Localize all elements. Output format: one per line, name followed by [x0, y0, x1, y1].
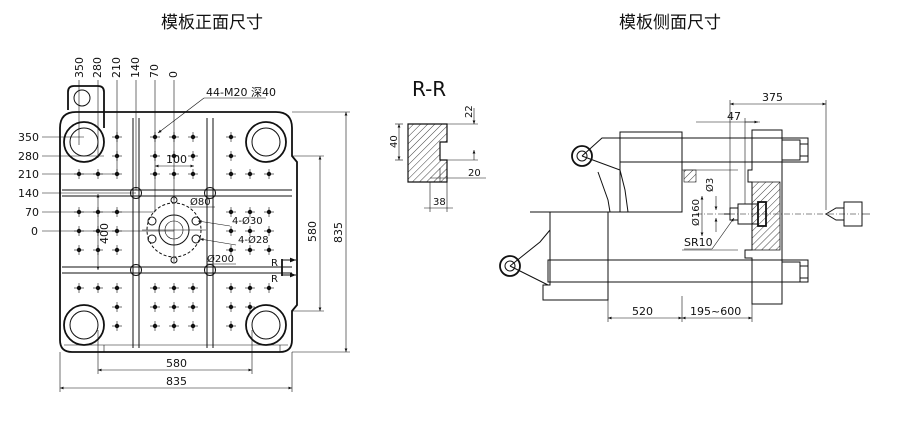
section-r-r: R-R 22 40 20 38: [389, 77, 486, 212]
dim-d160: Ø160: [690, 199, 702, 226]
left-coordinate-labels: 350 280 210 140 70 0: [18, 131, 174, 238]
side-view: 375 47 Ø3 Ø160 SR10 520 195~600: [499, 91, 870, 322]
fixed-platen: [744, 129, 783, 305]
svg-text:0: 0: [167, 71, 180, 78]
t-slot-profile: [407, 123, 448, 183]
dim-375: 375: [762, 91, 783, 104]
svg-text:70: 70: [25, 206, 39, 219]
dim-sr10: SR10: [684, 236, 713, 249]
dim-d3: Ø3: [704, 178, 716, 192]
locating-ring: [142, 196, 206, 264]
dim-835-right: 835: [332, 222, 345, 243]
svg-text:140: 140: [18, 187, 39, 200]
dim-100: 100: [166, 153, 187, 166]
dim-d80: Ø80: [190, 196, 211, 208]
upper-link-pin: [571, 145, 593, 167]
svg-text:R: R: [271, 274, 278, 285]
platen-outline: [59, 111, 298, 353]
dim-4-d28: 4-Ø28: [238, 234, 269, 246]
svg-text:70: 70: [148, 64, 161, 78]
svg-text:210: 210: [18, 168, 39, 181]
dim-580-bottom: 580: [166, 357, 187, 370]
tie-bar-nut-bottom: [781, 261, 801, 283]
thread-callout: 44-M20 深40: [206, 86, 276, 99]
dim-4-d30: 4-Ø30: [232, 215, 263, 227]
front-view: 350 280 210 140 70 0 350 280 210 140 70 …: [18, 57, 350, 392]
dim-400: 400: [98, 223, 111, 244]
svg-text:350: 350: [73, 57, 86, 78]
dim-835-bottom: 835: [166, 375, 187, 388]
dim-520: 520: [632, 305, 653, 318]
lower-link-pin: [499, 255, 521, 277]
t-slots-horizontal: [62, 189, 292, 274]
lifting-lug: [67, 85, 105, 128]
lower-tie-bar: [547, 259, 809, 283]
dim-d200: Ø200: [207, 253, 234, 265]
ejector-30-holes: [130, 187, 216, 276]
lifting-lug-hole: [73, 89, 91, 107]
tie-bar-nut-top: [781, 139, 801, 161]
svg-text:210: 210: [110, 57, 123, 78]
section-title: R-R: [412, 77, 446, 101]
svg-text:140: 140: [129, 57, 142, 78]
svg-text:R: R: [271, 258, 278, 269]
tie-bar-holes: [63, 121, 287, 346]
side-view-title: 模板侧面尺寸: [619, 13, 721, 33]
section-dim-38: 38: [433, 197, 446, 208]
section-dim-22: 22: [464, 105, 475, 118]
section-dim-20: 20: [468, 168, 481, 179]
upper-tie-bar: [619, 137, 809, 163]
moving-platen: [542, 131, 683, 301]
front-view-title: 模板正面尺寸: [161, 13, 263, 33]
svg-text:350: 350: [18, 131, 39, 144]
dim-47: 47: [727, 110, 741, 123]
t-slots-vertical: [132, 118, 214, 348]
svg-text:280: 280: [18, 150, 39, 163]
dim-stroke: 195~600: [690, 305, 741, 318]
svg-text:280: 280: [91, 57, 104, 78]
section-mark-r: R R: [271, 257, 296, 285]
section-dim-40: 40: [389, 135, 400, 148]
svg-text:0: 0: [31, 225, 38, 238]
dim-580-right: 580: [306, 221, 319, 242]
top-coordinate-labels: 350 280 210 140 70 0: [73, 57, 180, 212]
